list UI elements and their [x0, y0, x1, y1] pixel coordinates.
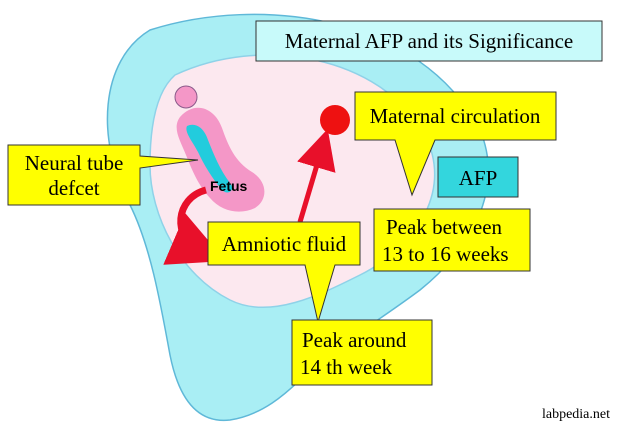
peak-around-line2: 14 th week	[300, 355, 393, 379]
afp-box	[437, 156, 519, 198]
page-title: Maternal AFP and its Significance	[285, 29, 574, 53]
maternal-circulation-label: Maternal circulation	[370, 104, 541, 128]
peak-around-box	[291, 319, 433, 386]
maternal-circulation-dot	[320, 105, 350, 135]
amniotic-fluid-callout	[207, 221, 361, 324]
fetus-label: Fetus	[210, 178, 248, 194]
peak-between-line2: 13 to 16 weeks	[382, 242, 509, 266]
curved-arrow	[163, 186, 226, 265]
peak-around-line1: Peak around	[302, 328, 407, 352]
title-box	[255, 20, 603, 62]
neural-tube-label-line1: Neural tube	[25, 151, 124, 175]
neural-tube	[186, 124, 233, 193]
maternal-circulation-callout	[354, 91, 557, 197]
neural-tube-label-line2: defcet	[48, 176, 99, 200]
straight-arrow	[297, 128, 336, 223]
amniotic-fluid-label: Amniotic fluid	[222, 232, 347, 256]
watermark: labpedia.net	[542, 407, 610, 422]
afp-label: AFP	[459, 166, 498, 190]
peak-between-box	[373, 208, 531, 272]
neural-tube-callout	[7, 144, 199, 206]
fetus-head	[174, 85, 198, 109]
peak-between-line1: Peak between	[386, 215, 503, 239]
